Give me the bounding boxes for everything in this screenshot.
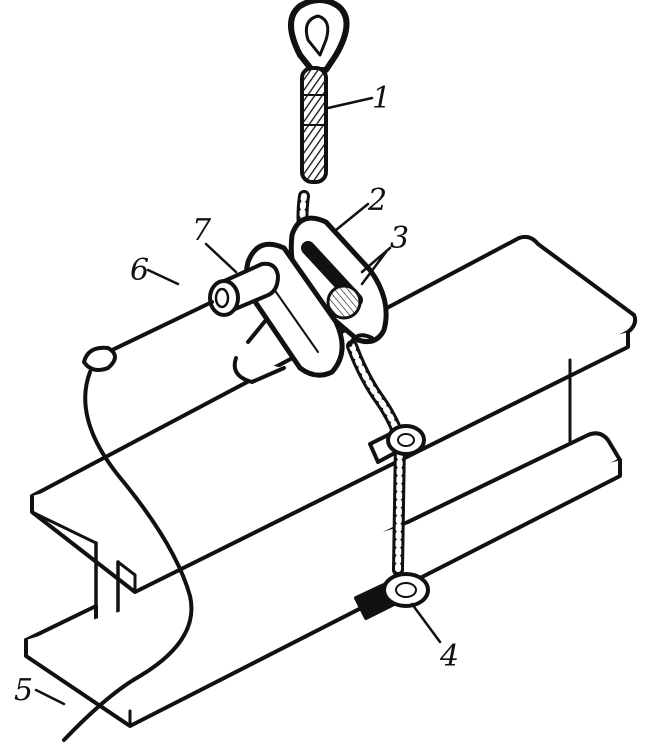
cord-5 [62, 370, 194, 742]
cord-loop [82, 345, 117, 372]
lifting-eye [288, 0, 350, 73]
leader-lines [34, 96, 442, 706]
upper-shackle [368, 424, 426, 464]
lower-shackle-4 [354, 572, 430, 620]
label-7: 7 [192, 213, 212, 248]
label-4: 4 [439, 639, 459, 674]
label-3: 3 [390, 221, 409, 256]
label-1: 1 [372, 81, 391, 116]
pin-7 [208, 261, 280, 317]
label-5: 5 [14, 673, 33, 708]
i-beam [24, 234, 638, 728]
label-2: 2 [367, 183, 387, 218]
cord-6 [106, 300, 214, 354]
label-6: 6 [130, 253, 149, 288]
